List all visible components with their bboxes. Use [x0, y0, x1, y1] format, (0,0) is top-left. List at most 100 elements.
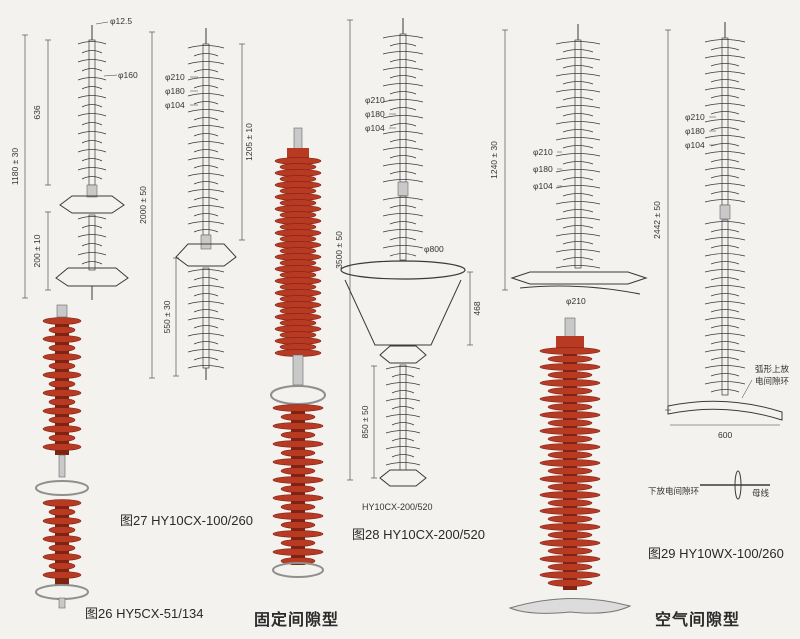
red-shed	[539, 523, 601, 531]
red-shed	[48, 344, 76, 352]
red-shed	[48, 326, 76, 334]
core-rod	[721, 37, 729, 206]
shed-disc	[193, 341, 219, 345]
fig26-lower-red-sheds	[42, 499, 82, 585]
air-arc-gap-ring	[508, 598, 632, 614]
shed-disc	[81, 104, 103, 108]
shed-disc	[704, 55, 746, 59]
red-shed	[272, 422, 324, 430]
core-rod	[202, 267, 210, 369]
shed-disc	[385, 366, 421, 370]
shed-disc	[562, 49, 594, 53]
shed-disc	[77, 252, 107, 256]
fig29-lower-sheds	[704, 219, 746, 396]
red-shed	[280, 431, 316, 439]
shed-disc	[193, 69, 219, 73]
shed-disc	[193, 133, 219, 137]
annotation-arc-upper-gap: 弧形上放	[755, 364, 790, 374]
shed-disc	[385, 382, 421, 386]
shed-disc	[81, 140, 103, 144]
shed-disc	[382, 213, 424, 217]
dimension-label: 2442 ± 50	[652, 201, 662, 239]
core-rod	[88, 39, 96, 186]
shed-disc	[555, 265, 601, 269]
shed-disc	[81, 50, 103, 54]
fig28-upper-sheds	[382, 33, 424, 183]
shed-disc	[187, 125, 225, 129]
red-shed	[42, 571, 82, 579]
shed-disc	[77, 113, 107, 117]
shed-disc	[187, 317, 225, 321]
fixed-top-fitting	[293, 127, 303, 151]
fig28-gap-frame	[344, 279, 462, 346]
dim-fig4-diam: φ104	[533, 181, 553, 191]
core-rod	[574, 39, 582, 269]
shed-disc	[704, 285, 746, 289]
red-shed	[272, 530, 324, 538]
shed-disc	[704, 301, 746, 305]
shed-disc	[704, 71, 746, 75]
shed-disc	[187, 157, 225, 161]
red-shed	[42, 443, 82, 451]
fixed-lower-red-sheds	[272, 404, 324, 565]
shed-disc	[193, 197, 219, 201]
red-shed	[539, 411, 601, 419]
shed-disc	[710, 373, 740, 377]
shed-disc	[710, 389, 740, 393]
shed-disc	[710, 79, 740, 83]
shed-disc	[193, 293, 219, 297]
red-shed	[48, 544, 76, 552]
red-shed	[272, 548, 324, 556]
shed-disc	[77, 77, 107, 81]
red-shed	[539, 571, 601, 579]
shed-disc	[382, 67, 424, 71]
fig27-upper-gap-frame	[59, 195, 125, 214]
red-shed	[547, 403, 593, 411]
dim-fig28-diam: φ104	[365, 123, 385, 133]
red-shed	[547, 355, 593, 363]
fig28-mid-fitting	[397, 181, 409, 197]
red-shed	[280, 503, 316, 511]
shed-disc	[391, 454, 415, 458]
shed-disc	[382, 83, 424, 87]
shed-disc	[187, 365, 225, 369]
shed-disc	[382, 229, 424, 233]
red-shed	[42, 407, 82, 415]
red-shed	[48, 362, 76, 370]
red-shed	[280, 449, 316, 457]
shed-disc	[562, 257, 594, 261]
fig28-lower-sheds	[385, 364, 421, 471]
shed-disc	[385, 462, 421, 466]
fig28-large-ring	[340, 260, 466, 280]
shed-disc	[77, 41, 107, 45]
shed-disc	[562, 193, 594, 197]
red-shed	[272, 440, 324, 448]
shed-disc	[389, 171, 417, 175]
fig29-arc-gap-ring	[667, 400, 783, 421]
shed-disc	[562, 225, 594, 229]
red-shed	[539, 443, 601, 451]
shed-disc	[77, 59, 107, 63]
shed-disc	[710, 293, 740, 297]
dimension-label: 1180 ± 30	[10, 148, 20, 185]
red-shed	[42, 317, 82, 325]
red-shed	[280, 485, 316, 493]
group-title-air-gap: 空气间隙型	[655, 612, 741, 629]
dim-fig2-diam: φ180	[165, 86, 185, 96]
subcaption-fig28: HY10CX-200/520	[362, 502, 433, 512]
shed-disc	[555, 153, 601, 157]
red-shed	[539, 347, 601, 355]
shed-disc	[389, 205, 417, 209]
shed-disc	[187, 77, 225, 81]
shed-disc	[187, 285, 225, 289]
fig26-top-fitting	[56, 304, 68, 318]
red-shed	[547, 435, 593, 443]
shed-disc	[81, 243, 103, 247]
red-shed	[272, 494, 324, 502]
red-shed	[547, 467, 593, 475]
shed-disc	[77, 167, 107, 171]
red-shed	[272, 512, 324, 520]
shed-disc	[704, 39, 746, 43]
shed-disc	[382, 163, 424, 167]
